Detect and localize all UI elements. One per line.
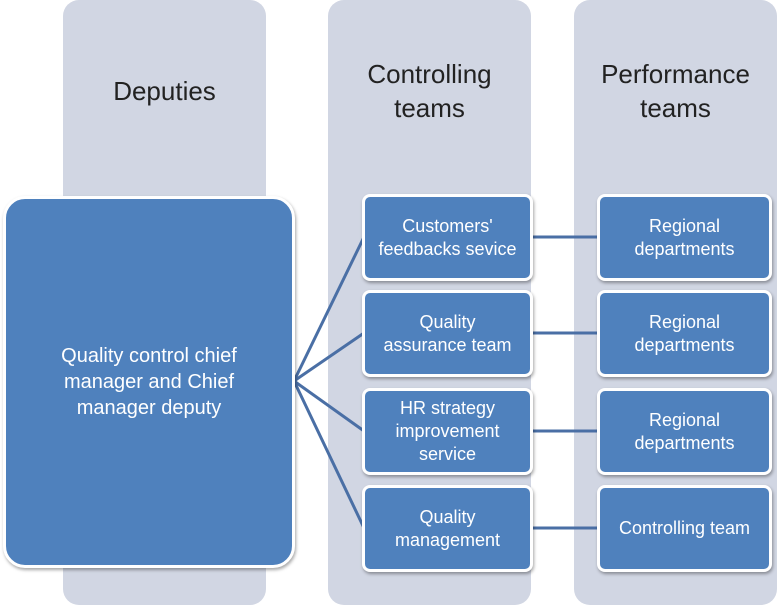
connector-root-to-quality-assurance bbox=[293, 331, 365, 383]
regional-departments-node-2: Regional departments bbox=[597, 290, 772, 377]
hr-strategy-improvement-service-node: HR strategy improvement service bbox=[362, 388, 533, 475]
connector-root-to-hr-strategy bbox=[293, 379, 365, 433]
quality-assurance-team-node: Quality assurance team bbox=[362, 290, 533, 377]
customers-feedbacks-service-node: Customers' feedbacks sevice bbox=[362, 194, 533, 281]
quality-assurance-team-label: Quality assurance team bbox=[383, 311, 512, 355]
regional-departments-label-3: Regional departments bbox=[634, 409, 735, 453]
controlling-team-node: Controlling team bbox=[597, 485, 772, 572]
quality-management-node: Quality management bbox=[362, 485, 533, 572]
quality-management-label: Quality management bbox=[394, 506, 501, 550]
connector-root-to-quality-management bbox=[292, 380, 366, 529]
hr-strategy-improvement-service-label: HR strategy improvement service bbox=[395, 398, 500, 464]
quality-control-chief-manager-label: Quality control chief manager and Chief … bbox=[61, 345, 237, 419]
regional-departments-label-2: Regional departments bbox=[634, 311, 735, 355]
controlling-teams-header: Controlling teams bbox=[367, 59, 492, 123]
customers-feedbacks-service-label: Customers' feedbacks sevice bbox=[378, 215, 517, 259]
regional-departments-node-3: Regional departments bbox=[597, 388, 772, 475]
regional-departments-label-1: Regional departments bbox=[634, 215, 735, 259]
controlling-team-label: Controlling team bbox=[618, 518, 751, 538]
connector-root-to-customers-feedbacks bbox=[292, 236, 366, 382]
quality-control-chief-manager-node: Quality control chief manager and Chief … bbox=[3, 196, 295, 568]
performance-teams-header: Performance teams bbox=[601, 59, 750, 123]
deputies-header: Deputies bbox=[113, 76, 216, 106]
regional-departments-node-1: Regional departments bbox=[597, 194, 772, 281]
